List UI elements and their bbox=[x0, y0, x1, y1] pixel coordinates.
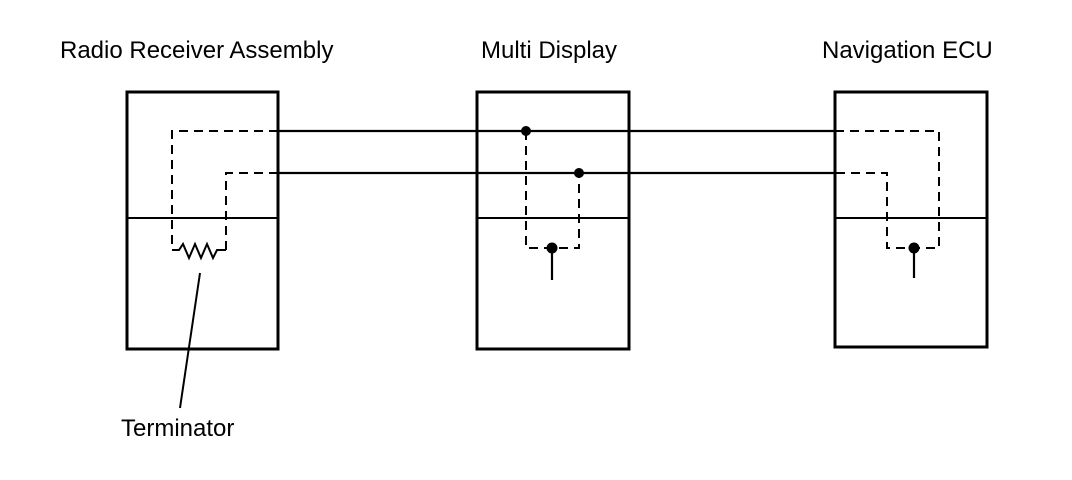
terminator-resistor bbox=[172, 241, 226, 261]
multi-display-label: Multi Display bbox=[481, 37, 617, 64]
radio-receiver-box bbox=[125, 90, 280, 351]
navigation-ecu-box bbox=[833, 90, 989, 349]
multi-display-internal-wiring bbox=[477, 126, 629, 280]
terminator-label: Terminator bbox=[121, 415, 234, 442]
navigation-ecu-internal-wiring bbox=[835, 130, 940, 278]
navigation-ecu-label: Navigation ECU bbox=[822, 37, 993, 64]
radio-receiver-label: Radio Receiver Assembly bbox=[60, 37, 333, 64]
multi-display-box bbox=[475, 90, 631, 351]
radio-receiver-internal-wiring bbox=[171, 130, 278, 261]
terminator-pointer bbox=[179, 272, 201, 409]
